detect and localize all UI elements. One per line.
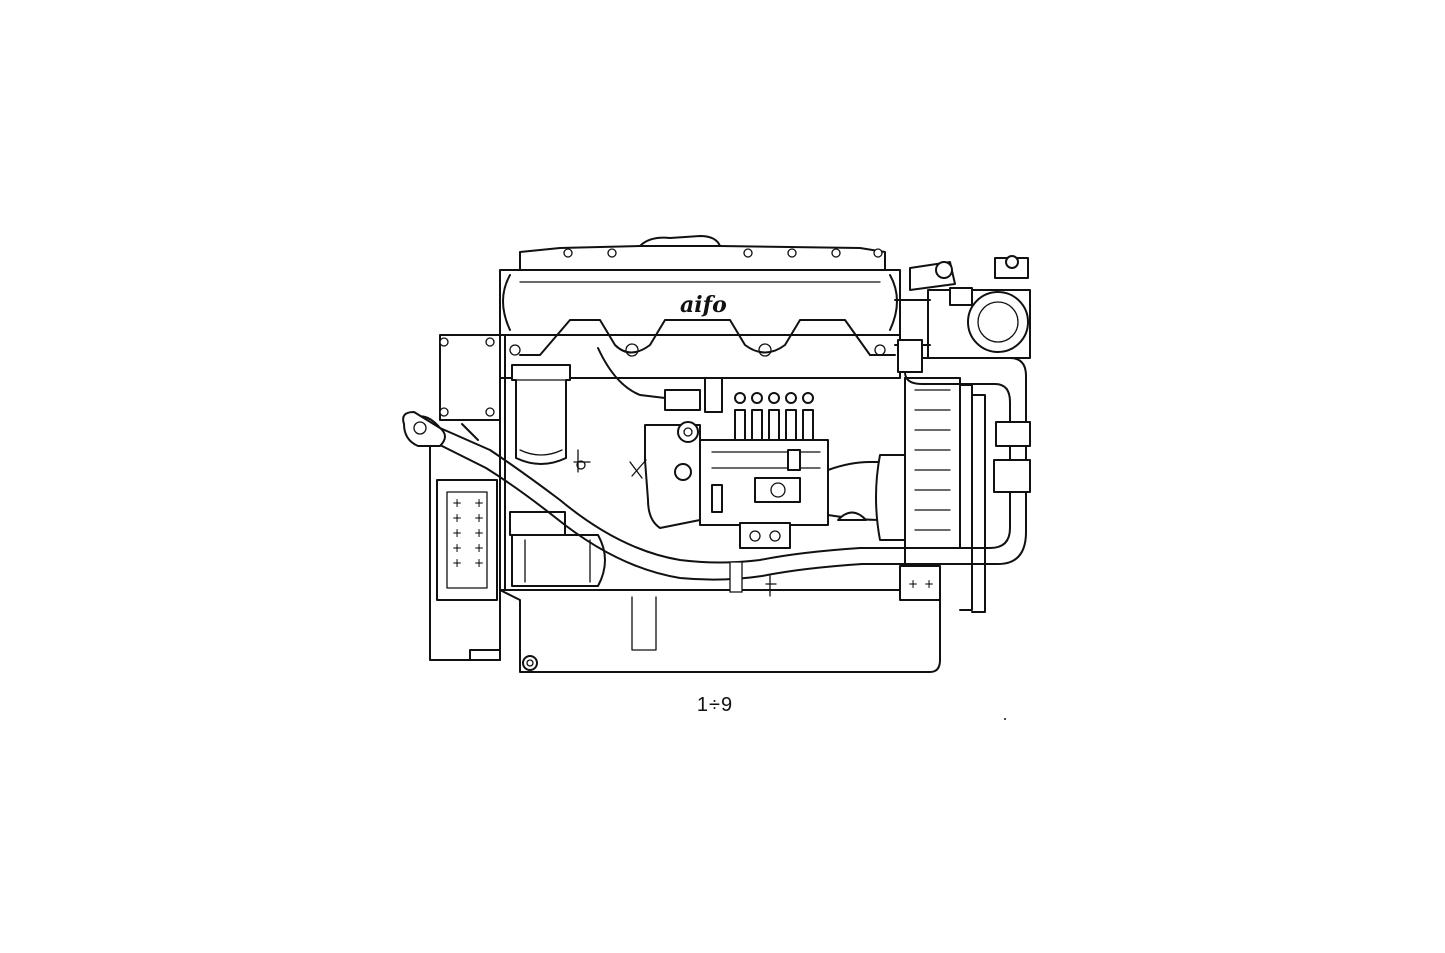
stray-dot [1004, 718, 1006, 720]
coolant-pipe [402, 411, 1027, 597]
svg-text:+: + [452, 511, 462, 525]
oil-filter [511, 364, 591, 473]
svg-text:+: + [452, 541, 462, 555]
svg-text:+: + [452, 556, 462, 570]
pulley-damper: + + [875, 377, 986, 613]
flywheel-housing: + + + + + + + + + + [429, 334, 501, 661]
svg-text:+: + [452, 526, 462, 540]
svg-text:+: + [908, 577, 918, 591]
water-pump [894, 255, 1031, 493]
starter-motor [509, 511, 606, 587]
svg-text:+: + [924, 577, 934, 591]
svg-text:+: + [474, 526, 484, 540]
svg-text:+: + [474, 556, 484, 570]
svg-text:+: + [474, 496, 484, 510]
svg-text:+: + [452, 496, 462, 510]
oil-pan [499, 589, 941, 673]
injection-pump [597, 347, 906, 549]
svg-text:+: + [474, 511, 484, 525]
svg-text:+: + [474, 541, 484, 555]
logo-text: aifo [680, 292, 727, 318]
figure-caption: 1÷9 [696, 694, 734, 716]
